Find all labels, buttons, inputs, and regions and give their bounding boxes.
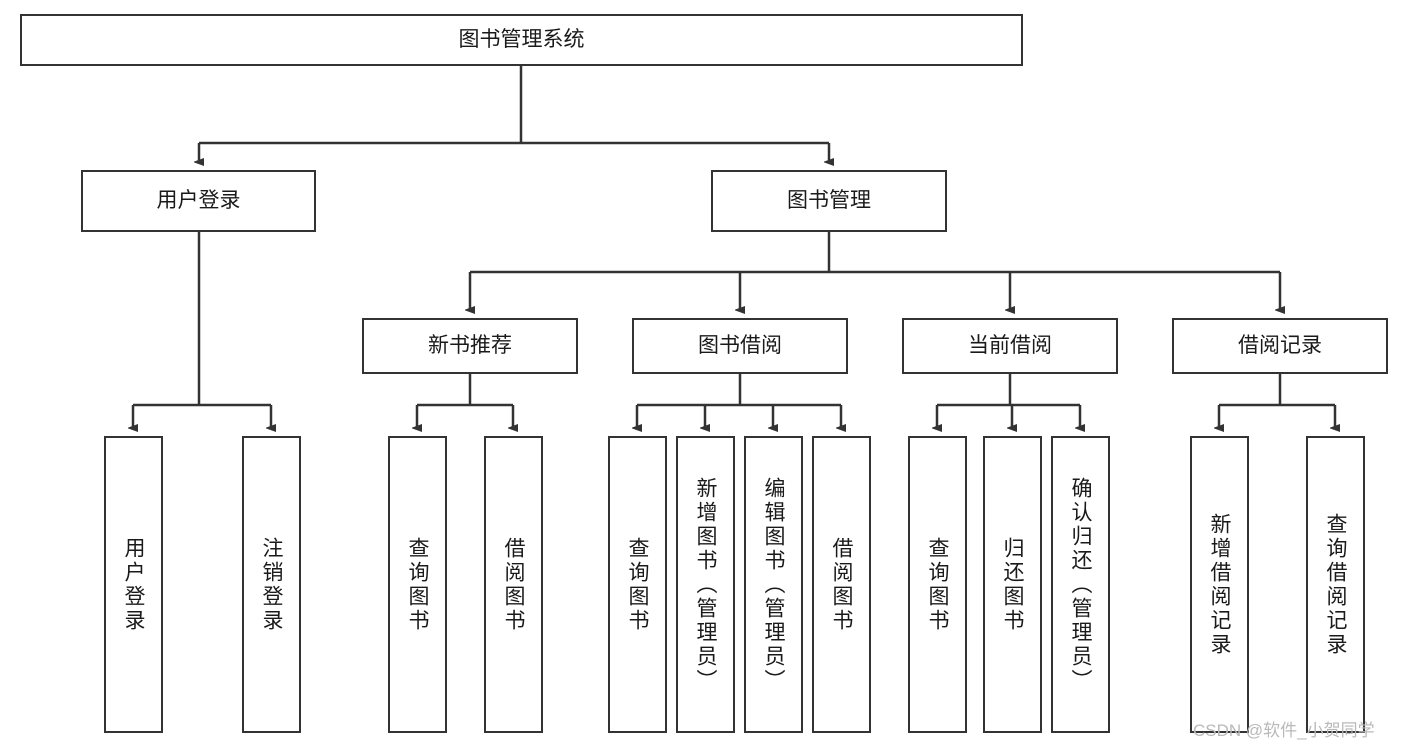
- node-leaf-query-book-2[interactable]: 查询图书: [608, 436, 667, 733]
- node-leaf-user-login[interactable]: 用户登录: [104, 436, 163, 733]
- node-leaf-query-book-3-label: 查询图书: [926, 536, 949, 633]
- node-book-manage-label: 图书管理: [787, 189, 871, 213]
- node-current-borrow-label: 当前借阅: [968, 334, 1052, 358]
- node-leaf-edit-book[interactable]: 编辑图书（管理员）: [744, 436, 803, 733]
- node-borrow-record-label: 借阅记录: [1238, 334, 1322, 358]
- node-leaf-logout[interactable]: 注销登录: [242, 436, 301, 733]
- node-leaf-query-book-1-label: 查询图书: [406, 536, 429, 633]
- node-leaf-borrow-book-2[interactable]: 借阅图书: [812, 436, 871, 733]
- node-leaf-borrow-book-2-label: 借阅图书: [830, 536, 853, 633]
- node-leaf-borrow-book-1-label: 借阅图书: [502, 536, 525, 633]
- node-leaf-query-record-label: 查询借阅记录: [1324, 512, 1347, 657]
- node-book-manage[interactable]: 图书管理: [711, 170, 947, 232]
- node-leaf-user-login-label: 用户登录: [122, 536, 145, 633]
- node-leaf-add-book[interactable]: 新增图书（管理员）: [676, 436, 735, 733]
- node-leaf-borrow-book-1[interactable]: 借阅图书: [484, 436, 543, 733]
- node-leaf-query-book-3[interactable]: 查询图书: [908, 436, 967, 733]
- node-leaf-add-record[interactable]: 新增借阅记录: [1190, 436, 1249, 733]
- node-leaf-add-book-label: 新增图书（管理员）: [694, 476, 717, 693]
- node-leaf-edit-book-label: 编辑图书（管理员）: [762, 476, 785, 693]
- node-new-book-recommend-label: 新书推荐: [428, 334, 512, 358]
- node-book-borrow[interactable]: 图书借阅: [632, 318, 848, 374]
- node-borrow-record[interactable]: 借阅记录: [1172, 318, 1388, 374]
- node-leaf-return-book-label: 归还图书: [1001, 536, 1024, 633]
- node-leaf-confirm-return[interactable]: 确认归还（管理员）: [1051, 436, 1110, 733]
- node-leaf-confirm-return-label: 确认归还（管理员）: [1069, 476, 1092, 693]
- node-book-borrow-label: 图书借阅: [698, 334, 782, 358]
- node-leaf-return-book[interactable]: 归还图书: [983, 436, 1042, 733]
- node-leaf-query-record[interactable]: 查询借阅记录: [1306, 436, 1365, 733]
- node-user-login-label: 用户登录: [156, 189, 241, 213]
- node-user-login[interactable]: 用户登录: [81, 170, 316, 232]
- watermark: CSDN @软件_小贺同学: [1193, 721, 1375, 740]
- node-leaf-add-record-label: 新增借阅记录: [1208, 512, 1231, 657]
- node-current-borrow[interactable]: 当前借阅: [902, 318, 1118, 374]
- node-root-label: 图书管理系统: [458, 28, 585, 52]
- node-leaf-query-book-2-label: 查询图书: [626, 536, 649, 633]
- node-root[interactable]: 图书管理系统: [20, 14, 1023, 66]
- node-leaf-logout-label: 注销登录: [260, 536, 283, 633]
- node-new-book-recommend[interactable]: 新书推荐: [362, 318, 578, 374]
- node-leaf-query-book-1[interactable]: 查询图书: [388, 436, 447, 733]
